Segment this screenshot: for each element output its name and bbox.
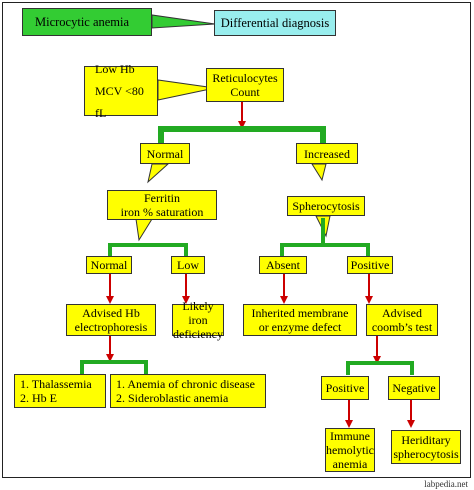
likely-iron-deficiency-box: Likely iron deficiency <box>172 299 224 341</box>
normal-ferritin-box: Normal <box>86 256 132 274</box>
inherited-membrane-defect-box: Inherited membrane or enzyme defect <box>243 304 357 336</box>
results-left-leg <box>80 360 84 374</box>
ferritin-bar <box>108 243 188 247</box>
footer-watermark: labpedia.net <box>424 479 468 489</box>
results-bar <box>80 360 148 364</box>
low-ferritin-box: Low <box>171 256 205 274</box>
low-hb-callout: Low Hb MCV <80 fL <box>84 62 158 120</box>
normal-reticulocytes-box: Normal <box>140 143 190 164</box>
advised-hb-electrophoresis-box: Advised Hb electrophoresis <box>66 304 156 336</box>
coombs-bar <box>346 361 414 365</box>
thalassemia-box: 1. Thalassemia 2. Hb E <box>14 374 106 408</box>
positive-coombs-box: Positive <box>321 376 369 400</box>
chronic-disease-box: 1. Anemia of chronic disease 2. Siderobl… <box>110 374 266 408</box>
spherocytosis-left-leg <box>280 243 284 256</box>
increased-reticulocytes-box: Increased <box>296 143 358 164</box>
normal-pointer <box>147 163 170 184</box>
advised-coombs-test-box: Advised coomb’s test <box>366 304 438 336</box>
coombs-left-leg <box>346 361 350 375</box>
spherocytosis-box: Spherocytosis <box>287 196 365 216</box>
ferritin-pointer <box>135 218 153 242</box>
absent-spherocytosis-box: Absent <box>259 256 307 274</box>
positive-spherocytosis-box: Positive <box>347 256 393 274</box>
differential-diagnosis-label: Differential diagnosis <box>214 10 336 36</box>
increased-pointer <box>311 163 327 182</box>
level1-right-leg <box>320 126 326 143</box>
hereditary-spherocytosis-box: Heriditary spherocytosis <box>391 430 461 464</box>
diagram-frame <box>2 2 471 478</box>
level1-left-leg <box>158 126 164 143</box>
reticulocytes-count-box: Reticulocytes Count <box>206 68 284 102</box>
ferritin-left-leg <box>108 243 112 256</box>
spherocytosis-right-leg <box>366 243 370 256</box>
ferritin-box: Ferritin iron % saturation <box>107 190 217 220</box>
title-callout-pointer <box>151 14 216 29</box>
spherocytosis-bar <box>280 243 370 247</box>
ferritin-right-leg <box>184 243 188 256</box>
results-right-leg <box>144 360 148 374</box>
negative-coombs-box: Negative <box>388 376 440 400</box>
microcytic-anemia-label: Microcytic anemia <box>22 8 152 36</box>
lowhb-callout-pointer <box>157 79 216 101</box>
immune-hemolytic-anemia-box: Immune hemolytic anemia <box>325 428 375 472</box>
level1-bar <box>158 126 326 132</box>
coombs-right-leg <box>410 361 414 375</box>
